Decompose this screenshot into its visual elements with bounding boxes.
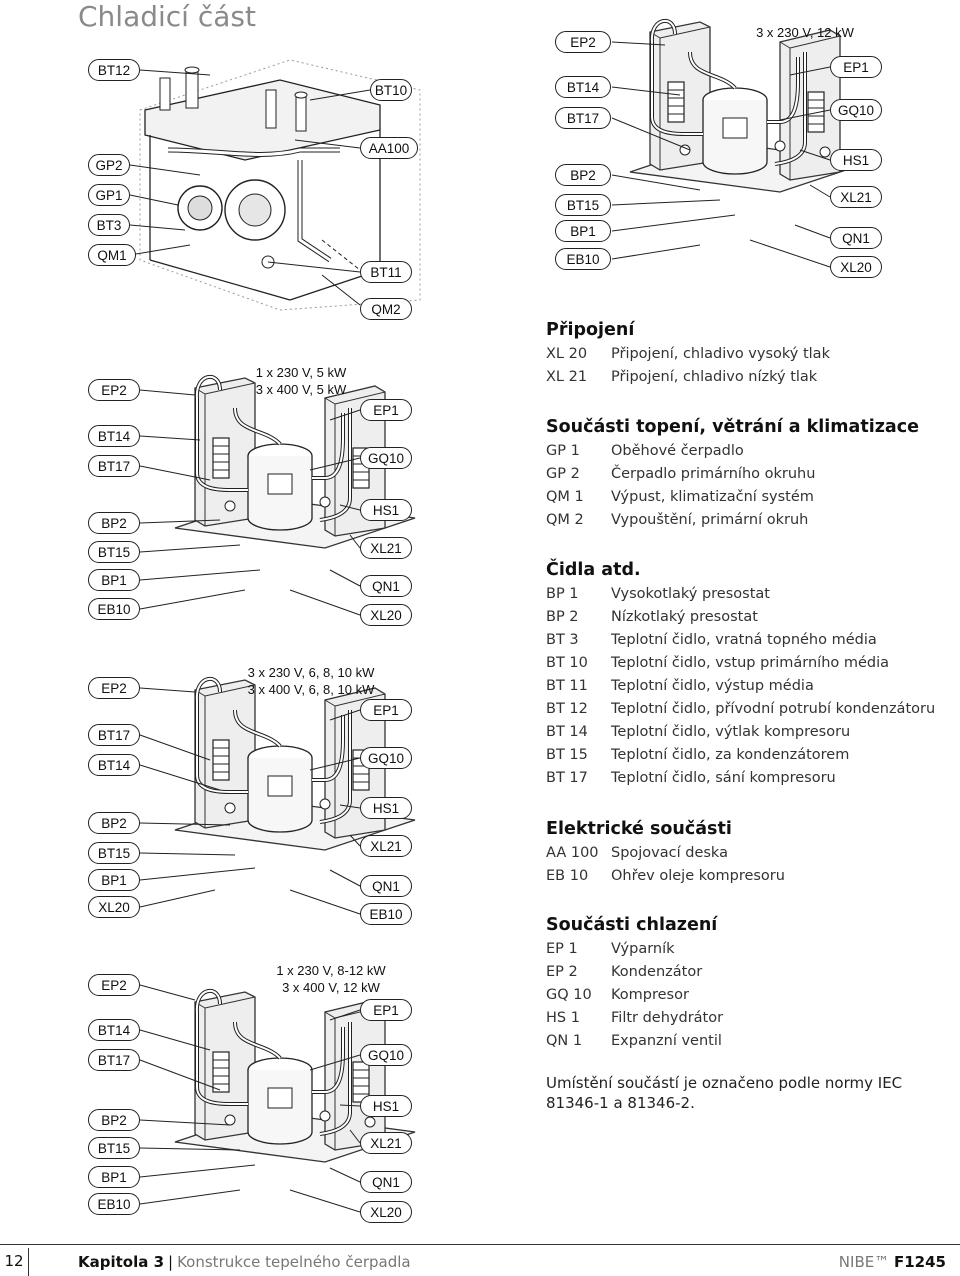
label-bt10: BT10	[370, 79, 412, 101]
label-qn1: QN1	[360, 575, 412, 597]
chapter-label: Kapitola 3|Konstrukce tepelného čerpadla	[78, 1253, 411, 1271]
label-qn1: QN1	[360, 875, 412, 897]
label-hs1: HS1	[360, 1095, 412, 1117]
spec-line: 3 x 400 V, 6, 8, 10 kW	[247, 682, 375, 697]
label-bt17: BT17	[88, 1049, 140, 1071]
label-bp1: BP1	[88, 869, 140, 891]
label-bp2: BP2	[88, 1109, 140, 1131]
component-diagrams	[129, 0, 960, 1213]
label-qn1: QN1	[360, 1171, 412, 1193]
spec-line: 1 x 230 V, 8-12 kW	[276, 963, 386, 978]
spec-line: 3 x 230 V, 12 kW	[756, 25, 854, 40]
label-aa100: AA100	[360, 137, 418, 159]
label-bp2: BP2	[88, 812, 140, 834]
label-ep1: EP1	[830, 56, 882, 78]
spec-line: 3 x 400 V, 12 kW	[282, 980, 380, 995]
label-ep2: EP2	[555, 31, 611, 53]
label-ep1: EP1	[360, 699, 412, 721]
label-bp1: BP1	[88, 569, 140, 591]
label-eb10: EB10	[360, 903, 412, 925]
label-ep1: EP1	[360, 999, 412, 1021]
label-gp1: GP1	[88, 184, 130, 206]
label-bp2: BP2	[555, 164, 611, 186]
label-bt17: BT17	[88, 455, 140, 477]
label-gp2: GP2	[88, 154, 130, 176]
label-hs1: HS1	[360, 499, 412, 521]
standard-note: Umístění součástí je označeno podle norm…	[546, 1074, 903, 1112]
label-hs1: HS1	[830, 149, 882, 171]
legend-heading-connections: Připojení	[546, 320, 635, 340]
label-eb10: EB10	[88, 598, 140, 620]
label-bp1: BP1	[88, 1166, 140, 1188]
label-gq10: GQ10	[360, 447, 412, 469]
label-gq10: GQ10	[360, 747, 412, 769]
label-bp1: BP1	[555, 220, 611, 242]
label-bt15: BT15	[555, 194, 611, 216]
label-xl21: XL21	[830, 186, 882, 208]
spec-line: 3 x 400 V, 5 kW	[255, 382, 347, 397]
label-qm2: QM2	[360, 298, 412, 320]
legend-heading-electrical: Elektrické součásti	[546, 819, 732, 839]
spec-line: 3 x 230 V, 6, 8, 10 kW	[247, 665, 375, 680]
label-gq10: GQ10	[360, 1044, 412, 1066]
label-bp2: BP2	[88, 512, 140, 534]
label-xl20: XL20	[360, 604, 412, 626]
label-bt14: BT14	[88, 754, 140, 776]
diagram-hydronic-module	[129, 59, 421, 311]
label-xl20: XL20	[360, 1201, 412, 1223]
label-bt11: BT11	[360, 261, 412, 283]
page-title: Chladicí část	[78, 0, 256, 33]
label-bt14: BT14	[88, 1019, 140, 1041]
label-xl21: XL21	[360, 835, 412, 857]
brand-model: NIBE™ F1245	[838, 1253, 946, 1271]
label-xl20: XL20	[830, 256, 882, 278]
label-xl21: XL21	[360, 537, 412, 559]
legend-heading-hvac: Součásti topení, větrání a klimatizace	[546, 417, 919, 437]
label-bt17: BT17	[88, 724, 140, 746]
label-hs1: HS1	[360, 797, 412, 819]
label-bt3: BT3	[88, 214, 130, 236]
label-bt15: BT15	[88, 842, 140, 864]
label-bt14: BT14	[555, 76, 611, 98]
label-xl20: XL20	[88, 896, 140, 918]
label-qm1: QM1	[88, 244, 136, 266]
label-ep2: EP2	[88, 974, 140, 996]
label-ep1: EP1	[360, 399, 412, 421]
label-ep2: EP2	[88, 379, 140, 401]
footer-divider	[0, 1244, 960, 1245]
label-bt12: BT12	[88, 59, 140, 81]
label-ep2: EP2	[88, 677, 140, 699]
label-xl21: XL21	[360, 1132, 412, 1154]
label-bt15: BT15	[88, 1137, 140, 1159]
label-qn1: QN1	[830, 227, 882, 249]
legend-heading-cooling: Součásti chlazení	[546, 915, 718, 935]
page-number: 12	[0, 1248, 29, 1276]
spec-line: 1 x 230 V, 5 kW	[255, 365, 347, 380]
label-bt14: BT14	[88, 425, 140, 447]
legend-heading-sensors: Čidla atd.	[546, 560, 641, 580]
label-bt17: BT17	[555, 107, 611, 129]
label-eb10: EB10	[88, 1193, 140, 1215]
label-gq10: GQ10	[830, 99, 882, 121]
label-bt15: BT15	[88, 541, 140, 563]
label-eb10: EB10	[555, 248, 611, 270]
